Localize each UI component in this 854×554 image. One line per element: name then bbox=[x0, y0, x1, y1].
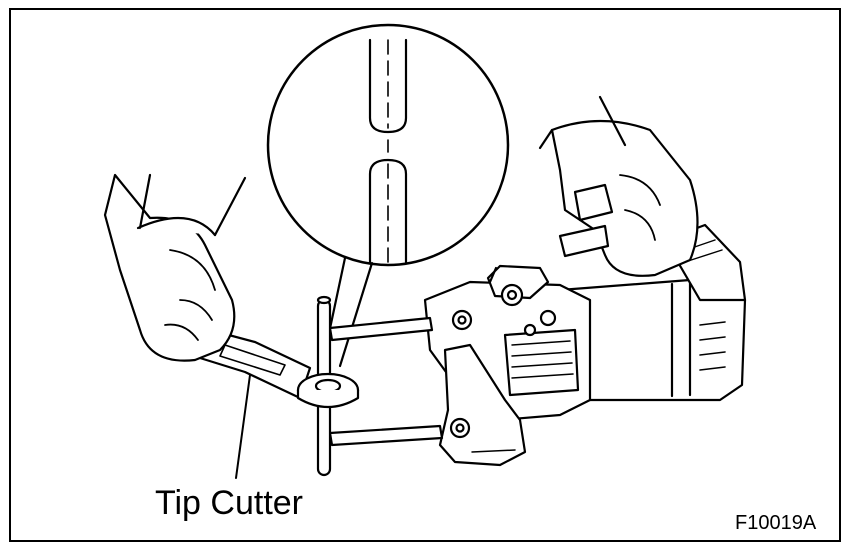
magnified-detail-circle bbox=[266, 23, 510, 267]
tip-cutter-tool bbox=[198, 328, 360, 408]
tip-cutter-label: Tip Cutter bbox=[155, 484, 304, 522]
spot-welder-body bbox=[423, 223, 747, 467]
left-hand bbox=[103, 173, 247, 362]
right-hand bbox=[538, 95, 699, 277]
figure-id: F10019A bbox=[735, 512, 817, 534]
tip-cutter-leader bbox=[235, 374, 251, 479]
